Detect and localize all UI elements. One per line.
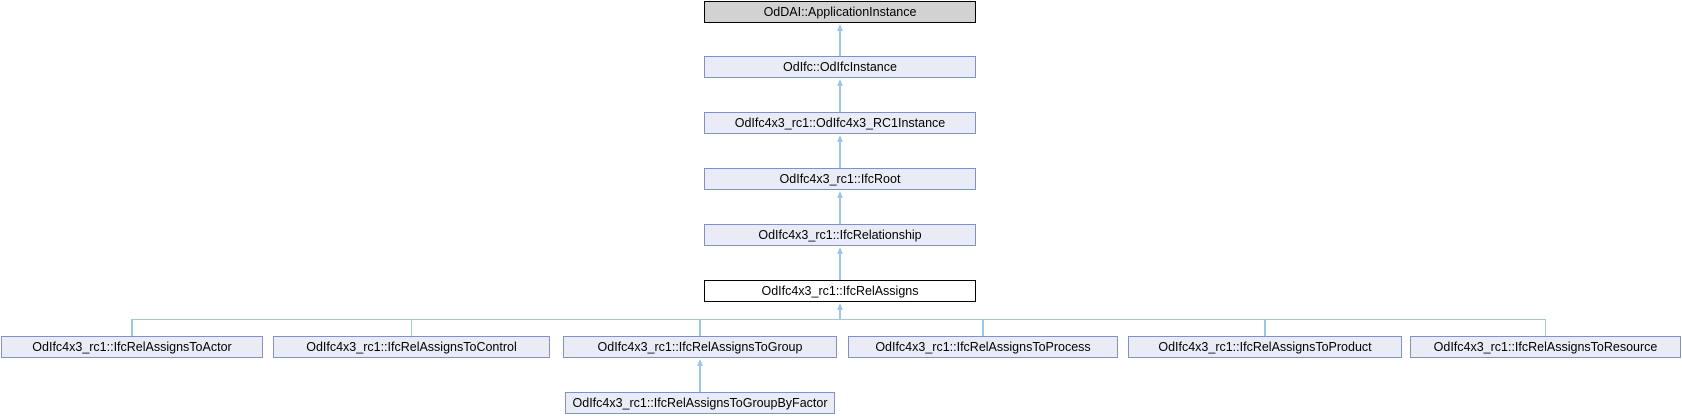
node-ifcrelassignstoprocess[interactable]: OdIfc4x3_rc1::IfcRelAssignsToProcess [848,336,1118,358]
node-ifcrelassignstoproduct[interactable]: OdIfc4x3_rc1::IfcRelAssignsToProduct [1128,336,1402,358]
edge-stub-togroup [699,318,701,336]
edge-rc1instance-to-odifcinstance [839,86,841,112]
node-ifcrelassignstocontrol[interactable]: OdIfc4x3_rc1::IfcRelAssignsToControl [273,336,550,358]
node-ifcrelassignstogroupbyfactor[interactable]: OdIfc4x3_rc1::IfcRelAssignsToGroupByFact… [565,392,835,414]
edge-ifcroot-to-rc1instance [839,142,841,168]
node-ifcrelassigns: OdIfc4x3_rc1::IfcRelAssigns [704,280,976,302]
edge-ifcrelassigns-to-ifcrelationship [839,254,841,280]
edge-arrowhead-odifcinstance [836,79,843,86]
edge-arrowhead-ifcrelassigns [836,303,843,310]
node-odifc4x3-rc1instance[interactable]: OdIfc4x3_rc1::OdIfc4x3_RC1Instance [704,112,976,134]
edge-stub-toactor [131,318,133,336]
node-ifcrelassignstoresource[interactable]: OdIfc4x3_rc1::IfcRelAssignsToResource [1410,336,1681,358]
edge-arrowhead-ifcroot [836,191,843,198]
edge-children-rail [132,318,1546,320]
edge-stub-tocontrol [410,318,413,336]
edge-children-riser [839,310,841,320]
edge-arrowhead-applicationinstance [836,24,843,31]
edge-odifcinstance-to-applicationinstance [839,31,841,56]
edge-arrowhead-ifcrelationship [836,247,843,254]
node-ifcrelassignstogroup[interactable]: OdIfc4x3_rc1::IfcRelAssignsToGroup [563,336,837,358]
node-ifcrelassignstoactor[interactable]: OdIfc4x3_rc1::IfcRelAssignsToActor [1,336,263,358]
edge-groupbyfactor-to-group [699,366,701,392]
edge-stub-toresource [1544,318,1547,336]
node-ifcrelationship[interactable]: OdIfc4x3_rc1::IfcRelationship [704,224,976,246]
node-odifc-odifcinstance[interactable]: OdIfc::OdIfcInstance [704,56,976,78]
edge-arrowhead-rc1instance [836,135,843,142]
edge-arrowhead-togroup [696,359,703,366]
edge-stub-toproduct [1264,318,1266,336]
edge-stub-toprocess [982,318,984,336]
node-ifcroot[interactable]: OdIfc4x3_rc1::IfcRoot [704,168,976,190]
node-oddai-applicationinstance: OdDAI::ApplicationInstance [704,1,976,23]
edge-ifcrelationship-to-ifcroot [839,198,841,224]
